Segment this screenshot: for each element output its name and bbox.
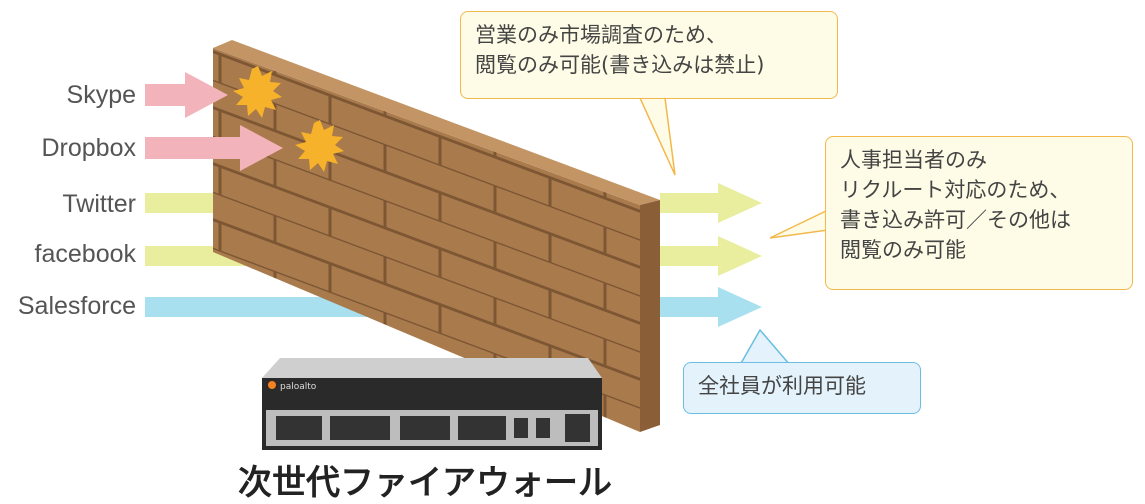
callout-tail-facebook xyxy=(769,208,829,239)
app-label-dropbox: Dropbox xyxy=(41,134,137,162)
app-label-facebook: facebook xyxy=(34,240,136,268)
callout-tail-salesforce xyxy=(738,328,792,366)
app-label-skype: Skype xyxy=(66,81,136,109)
firewall-appliance: paloalto xyxy=(262,358,602,450)
callout-tail-twitter xyxy=(638,97,676,176)
appliance-brand: paloalto xyxy=(280,382,317,392)
callout-facebook: 人事担当者のみ リクルート対応のため、 書き込み許可／その他は 閲覧のみ可能 xyxy=(825,136,1133,290)
facebook-arrow-out xyxy=(660,236,762,276)
twitter-arrow-out xyxy=(660,183,762,223)
diagram-title: 次世代ファイアウォール xyxy=(238,463,612,503)
salesforce-arrow-out xyxy=(660,287,762,327)
app-label-salesforce: Salesforce xyxy=(17,292,136,320)
dropbox-blocked-arrow xyxy=(145,125,283,171)
skype-blocked-arrow xyxy=(145,72,228,118)
app-label-twitter: Twitter xyxy=(62,190,136,218)
dropbox-block-burst-icon xyxy=(295,120,344,172)
skype-block-burst-icon xyxy=(233,66,282,118)
callout-twitter: 営業のみ市場調査のため、 閲覧のみ可能(書き込みは禁止) xyxy=(460,11,838,99)
callout-salesforce: 全社員が利用可能 xyxy=(683,362,921,414)
